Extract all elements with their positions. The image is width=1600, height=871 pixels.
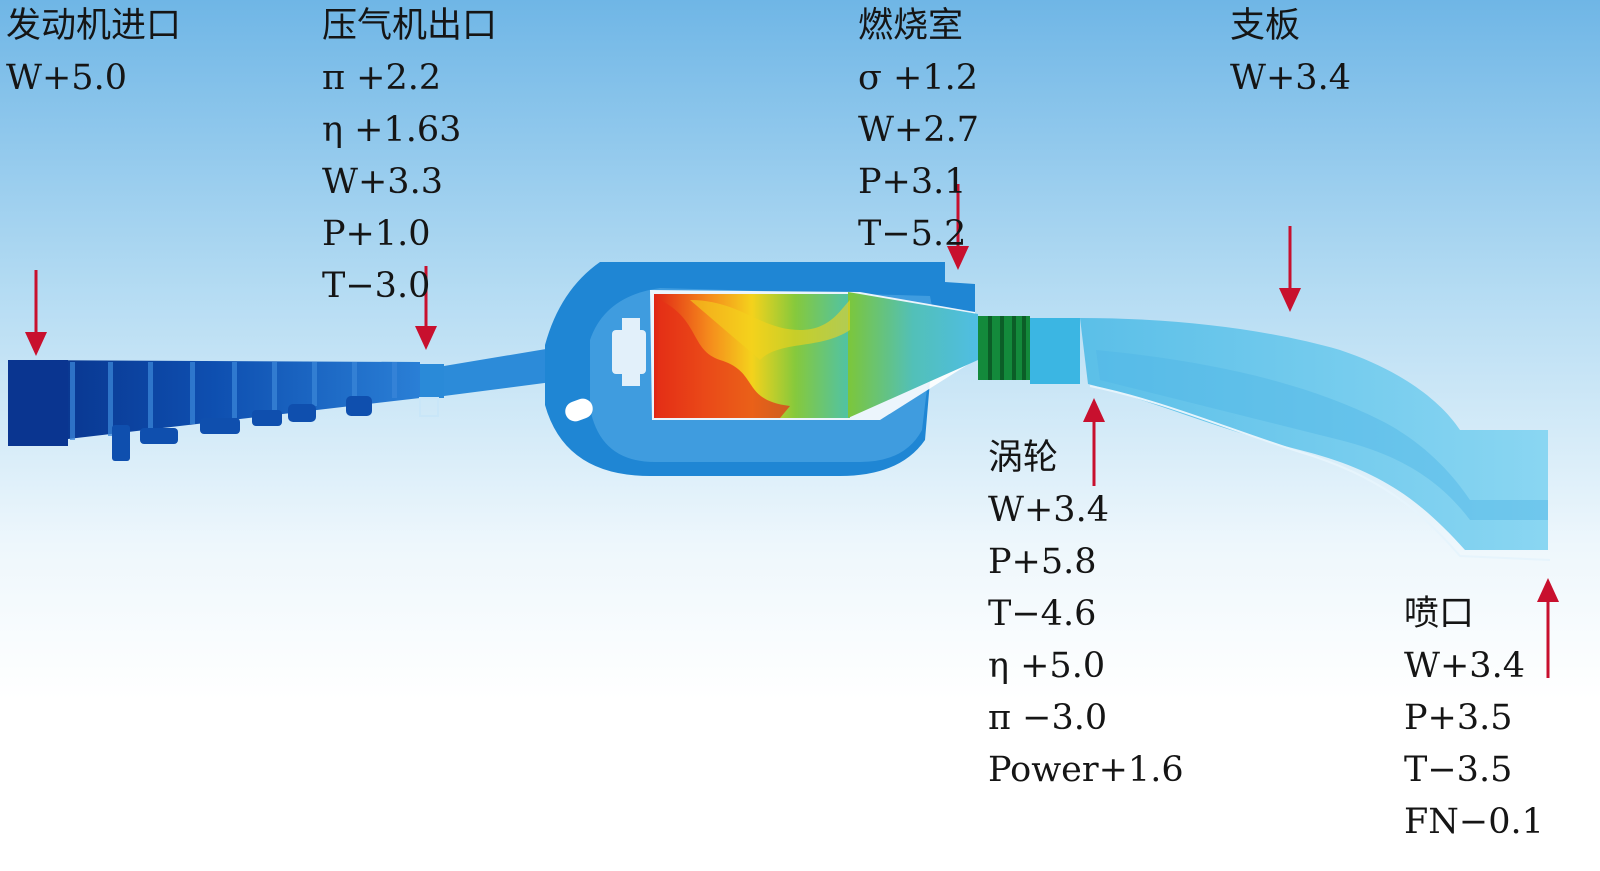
- station-value: W+3.4: [1230, 58, 1351, 98]
- arrow-compressor-exit: [415, 266, 437, 350]
- background-lower: [0, 700, 1600, 871]
- station-nozzle: 喷口 W+3.4 P+3.5 T−3.5 FN−0.1: [1404, 588, 1544, 848]
- station-value: T−4.6: [988, 594, 1097, 634]
- arrow-combustor: [947, 184, 969, 270]
- arrow-nozzle: [1537, 578, 1559, 678]
- station-value: P+5.8: [988, 542, 1097, 582]
- station-name: 喷口: [1404, 594, 1475, 634]
- station-name: 发动机进口: [6, 6, 182, 46]
- station-value: σ +1.2: [858, 58, 979, 98]
- station-name: 支板: [1230, 6, 1301, 46]
- probe-arrows: [25, 184, 1559, 678]
- station-value: η +1.63: [322, 110, 462, 150]
- station-compressor-exit: 压气机出口 π +2.2 η +1.63 W+3.3 P+1.0 T−3.0: [322, 0, 497, 312]
- station-value: P+1.0: [322, 214, 431, 254]
- station-value: FN−0.1: [1404, 802, 1544, 842]
- station-value: η +5.0: [988, 646, 1106, 686]
- station-value: π +2.2: [322, 58, 442, 98]
- station-value: Power+1.6: [988, 750, 1184, 790]
- station-turbine: 涡轮 W+3.4 P+5.8 T−4.6 η +5.0 π −3.0 Power…: [988, 432, 1184, 796]
- station-name: 压气机出口: [322, 6, 498, 46]
- station-value: W+2.7: [858, 110, 979, 150]
- combustor-flame: [612, 290, 978, 420]
- station-value: W+3.4: [988, 490, 1109, 530]
- arrow-turbine: [1083, 398, 1105, 486]
- station-value: W+3.3: [322, 162, 443, 202]
- station-strut: 支板 W+3.4: [1230, 0, 1351, 104]
- exhaust-nozzle: [1080, 318, 1551, 561]
- station-value: W+3.4: [1404, 646, 1525, 686]
- station-value: P+3.5: [1404, 698, 1513, 738]
- compressor-section: [8, 348, 552, 461]
- station-value: T−3.0: [322, 266, 431, 306]
- arrow-strut: [1279, 226, 1301, 312]
- station-combustor: 燃烧室 σ +1.2 W+2.7 P+3.1 T−5.2: [858, 0, 979, 260]
- turbine: [978, 316, 1080, 384]
- station-value: π −3.0: [988, 698, 1108, 738]
- station-value: T−5.2: [858, 214, 967, 254]
- station-value: T−3.5: [1404, 750, 1513, 790]
- station-name: 燃烧室: [858, 6, 964, 46]
- station-value: W+5.0: [6, 58, 127, 98]
- station-value: P+3.1: [858, 162, 967, 202]
- station-name: 涡轮: [988, 438, 1059, 478]
- arrow-engine-inlet: [25, 270, 47, 356]
- station-engine-inlet: 发动机进口 W+5.0: [6, 0, 181, 104]
